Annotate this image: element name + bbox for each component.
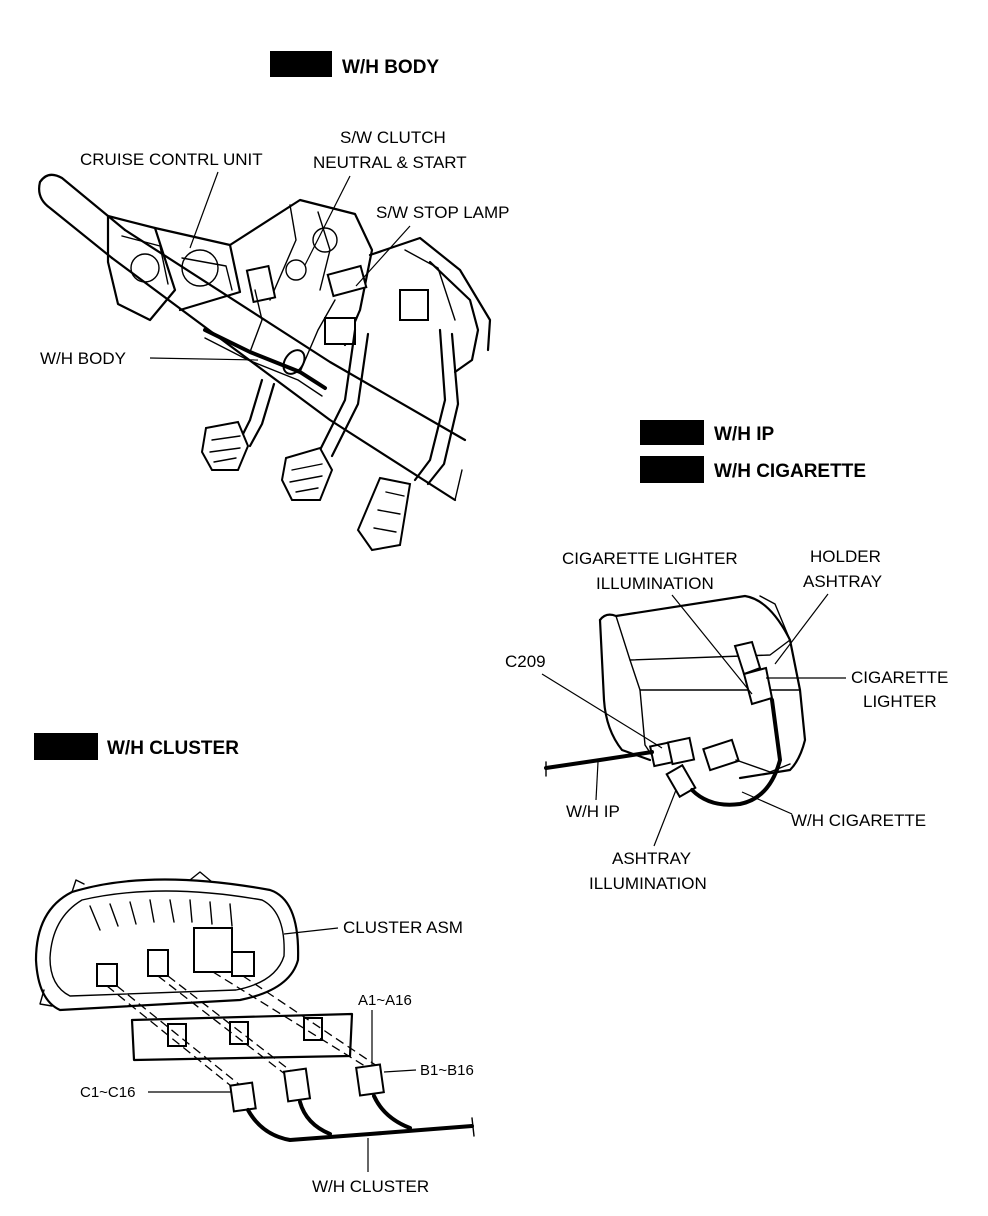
label-wh-cigarette: W/H CIGARETTE — [791, 811, 926, 830]
header-wh-ip-text: W/H IP — [714, 424, 774, 445]
header-marker-ip — [640, 420, 704, 445]
label-ashtray-illumination-line2: ILLUMINATION — [589, 874, 707, 893]
header-wh-cluster-text: W/H CLUSTER — [107, 738, 239, 759]
label-a-range: A1~A16 — [358, 992, 412, 1009]
label-stop-lamp-switch: S/W STOP LAMP — [376, 203, 510, 222]
pedal-assembly-labels: CRUISE CONTRL UNIT S/W CLUTCH NEUTRAL & … — [40, 128, 510, 368]
ashtray-lighter-labels: CIGARETTE LIGHTER ILLUMINATION HOLDER AS… — [505, 547, 948, 893]
label-wh-cluster: W/H CLUSTER — [312, 1177, 429, 1196]
label-ashtray-illumination-line1: ASHTRAY — [612, 849, 691, 868]
header-marker-cigarette — [640, 456, 704, 483]
label-cigarette-lighter-line1: CIGARETTE — [851, 668, 948, 687]
instrument-cluster-illustration — [34, 871, 475, 1142]
pedal-assembly-illustration — [38, 173, 492, 552]
label-wh-body: W/H BODY — [40, 349, 126, 368]
label-cluster-asm: CLUSTER ASM — [343, 918, 463, 937]
label-cruise-control-unit: CRUISE CONTRL UNIT — [80, 150, 263, 169]
label-holder-line2: ASHTRAY — [803, 572, 882, 591]
label-wh-ip: W/H IP — [566, 802, 620, 821]
label-lighter-illumination-line2: ILLUMINATION — [596, 574, 714, 593]
header-marker-body — [270, 51, 332, 77]
label-lighter-illumination-line1: CIGARETTE LIGHTER — [562, 549, 738, 568]
label-cigarette-lighter-line2: LIGHTER — [863, 692, 937, 711]
header-wh-cigarette-text: W/H CIGARETTE — [714, 461, 866, 482]
label-c209: C209 — [505, 652, 546, 671]
label-holder-line1: HOLDER — [810, 547, 881, 566]
header-wh-cigarette: W/H CIGARETTE — [640, 456, 866, 483]
instrument-cluster-labels: CLUSTER ASM A1~A16 B1~B16 C1~C16 W/H CLU… — [80, 918, 474, 1196]
header-wh-ip: W/H IP — [640, 420, 774, 445]
header-wh-body: W/H BODY — [270, 51, 439, 78]
label-b-range: B1~B16 — [420, 1062, 474, 1079]
label-clutch-switch-line1: S/W CLUTCH — [340, 128, 446, 147]
header-wh-body-text: W/H BODY — [342, 57, 439, 78]
label-clutch-switch-line2: NEUTRAL & START — [313, 153, 467, 172]
label-c-range: C1~C16 — [80, 1084, 135, 1101]
header-marker-cluster — [34, 733, 98, 760]
ashtray-lighter-illustration — [544, 594, 807, 807]
header-wh-cluster: W/H CLUSTER — [34, 733, 239, 760]
